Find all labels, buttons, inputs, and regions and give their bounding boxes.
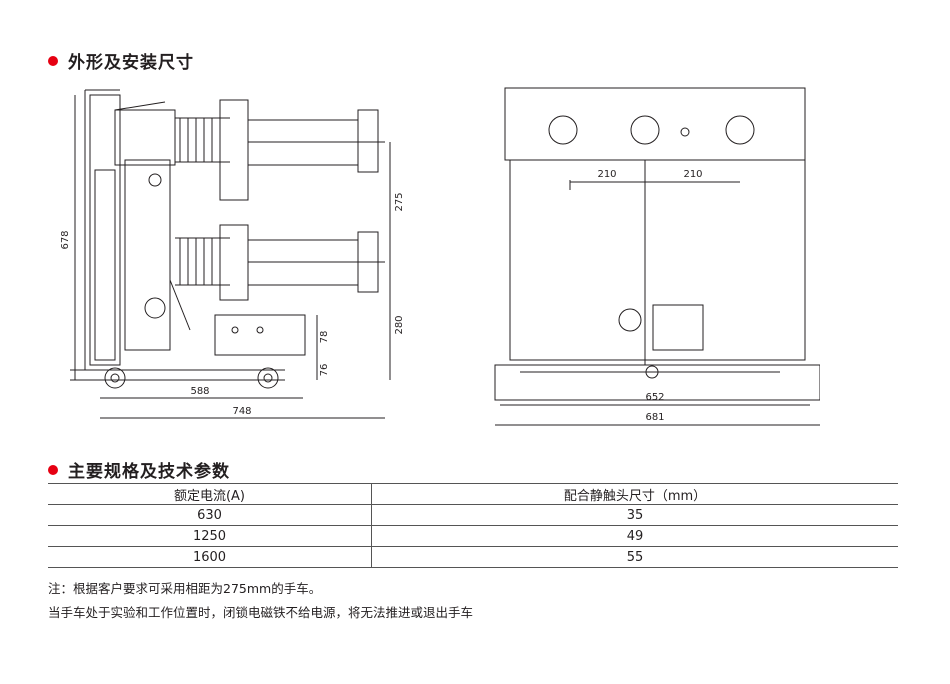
dim-height-total: 678: [60, 230, 71, 249]
rated-current-cell: 1600: [48, 546, 372, 568]
red-bullet-icon: [48, 464, 58, 475]
specs-heading: 主要规格及技术参数: [48, 457, 230, 482]
rated-current-cell: 630: [48, 504, 372, 526]
contact-size-cell: 55: [371, 546, 898, 568]
dim-pole-right: 210: [683, 169, 702, 180]
dimensions-heading: 外形及安装尺寸: [48, 48, 194, 73]
specs-title: 主要规格及技术参数: [68, 462, 230, 482]
dim-width-total: 681: [645, 412, 664, 423]
note-customer-option: 注：根据客户要求可采用相距为275mm的手车。: [48, 581, 322, 596]
contact-size-cell: 35: [371, 504, 898, 526]
table-row: 1250 49: [48, 525, 898, 547]
spec-table: 额定电流(A) 配合静触头尺寸（mm） 630 35 1250 49 1600 …: [48, 483, 898, 568]
dim-pole-left: 210: [597, 169, 616, 180]
dim-lower-height: 280: [394, 315, 405, 334]
table-row: 1600 55: [48, 546, 898, 568]
rated-current-cell: 1250: [48, 525, 372, 547]
dim-phase-spacing: 275: [394, 192, 405, 211]
side-view-drawing: 678 275 280 78 76 588 748: [60, 89, 405, 419]
contact-size-cell: 49: [371, 525, 898, 547]
dim-depth-total: 748: [232, 406, 251, 417]
header-contact-size: 配合静触头尺寸（mm）: [371, 483, 898, 505]
table-header-row: 额定电流(A) 配合静触头尺寸（mm）: [48, 483, 898, 505]
dim-bracket-height: 78: [319, 331, 330, 344]
dim-depth-inner: 588: [190, 386, 209, 397]
red-bullet-icon: [48, 55, 58, 66]
dimensions-title: 外形及安装尺寸: [68, 53, 194, 73]
header-rated-current: 额定电流(A): [48, 483, 372, 505]
dim-width-inner: 652: [645, 392, 664, 403]
table-row: 630 35: [48, 504, 898, 526]
dim-base-height: 76: [319, 364, 330, 377]
note-interlock: 当手车处于实验和工作位置时，闭锁电磁铁不给电源，将无法推进或退出手车: [48, 605, 474, 620]
front-view-drawing: 210 210 652 681: [494, 87, 820, 426]
